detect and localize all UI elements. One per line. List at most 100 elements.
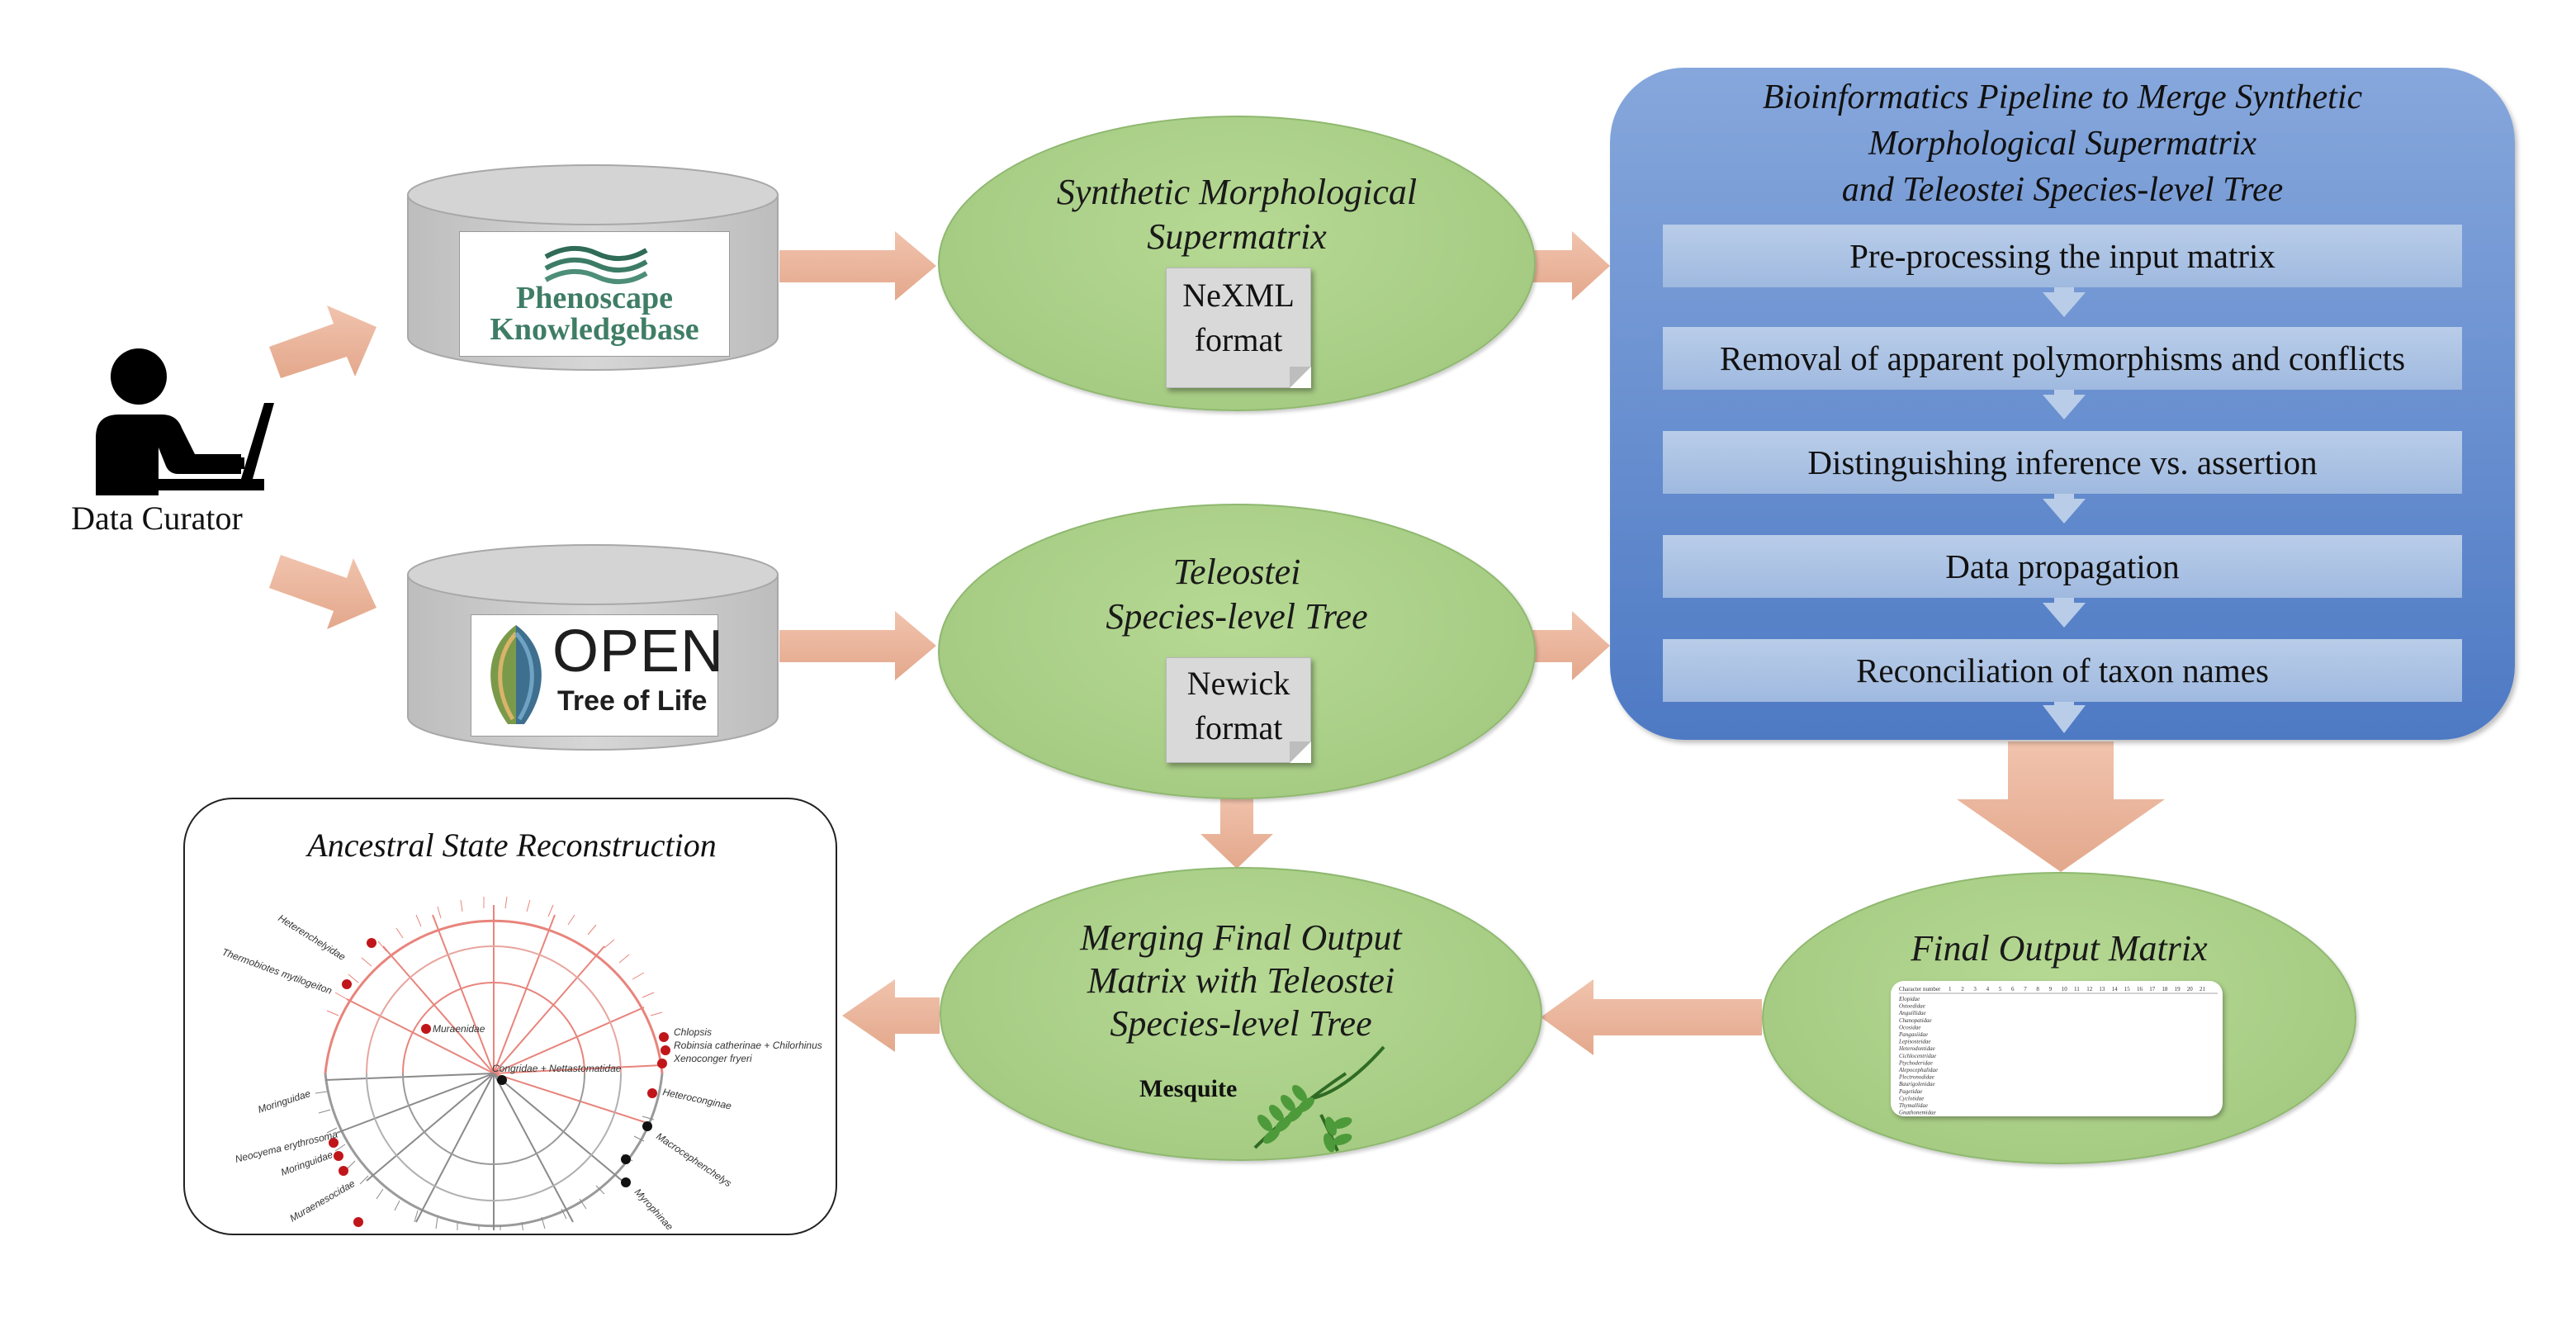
newick-format-line1: Newick xyxy=(1186,665,1290,702)
final-matrix-title: Final Output Matrix xyxy=(1911,928,2208,969)
label-congridae: Congridae + Nettastomatidae xyxy=(492,1063,622,1074)
arrow-opentree-to-tree xyxy=(779,611,936,680)
merging-title-line3: Species-level Tree xyxy=(1110,1003,1372,1044)
matrix-column-number: 10 xyxy=(2062,986,2068,992)
merging-title-line1: Merging Final Output xyxy=(1080,917,1402,958)
opentree-logo-word: OPEN xyxy=(552,618,725,685)
phenoscape-logo: Phenoscape Knowledgebase xyxy=(459,231,730,357)
matrix-column-number: 7 xyxy=(2024,986,2027,992)
matrix-taxon-label: Ocosidae xyxy=(1899,1024,1920,1030)
matrix-taxon-label: Chanopatidae xyxy=(1899,1017,1932,1024)
matrix-taxon-label: Gnathonemidae xyxy=(1899,1110,1936,1116)
data-curator-label: Data Curator xyxy=(71,500,243,537)
matrix-column-number: 9 xyxy=(2049,986,2053,992)
label-muraenesocidae: Muraenesocidae xyxy=(288,1177,358,1225)
label-robinsia: Robinsia catherinae + Chilorhinus xyxy=(674,1040,822,1051)
asr-title: Ancestral State Reconstruction xyxy=(307,827,717,864)
matrix-taxon-label: Ostoedidae xyxy=(1899,1003,1925,1010)
matrix-taxon-label: Alepocephalidae xyxy=(1898,1067,1938,1073)
label-xenoconger: Xenoconger fryeri xyxy=(673,1053,752,1064)
supermatrix-title-line1: Synthetic Morphological xyxy=(1056,172,1418,212)
arrow-tree-to-pipeline xyxy=(1532,611,1610,680)
pipeline-step-connectors xyxy=(2043,281,2086,733)
merging-node: Merging Final Output Matrix with Teleost… xyxy=(940,867,1542,1161)
label-moringuidae-upper: Moringuidae xyxy=(257,1087,312,1116)
matrix-taxon-label: Thymallidae xyxy=(1899,1102,1928,1109)
opentree-logo-sub: Tree of Life xyxy=(557,685,708,717)
pipeline-step-5: Reconciliation of taxon names xyxy=(1663,639,2462,702)
pipeline-title-line1: Bioinformatics Pipeline to Merge Synthet… xyxy=(1762,78,2363,116)
mesquite-label: Mesquite xyxy=(1139,1075,1238,1102)
nexml-format-line1: NeXML xyxy=(1182,277,1295,314)
matrix-column-number: 13 xyxy=(2099,986,2105,992)
matrix-taxon-label: Lepisosteidae xyxy=(1898,1039,1931,1045)
supermatrix-title-line2: Supermatrix xyxy=(1147,216,1327,257)
label-heteroconginae: Heteroconginae xyxy=(661,1086,732,1111)
person-at-laptop-icon xyxy=(96,348,274,495)
arrow-final-to-merging xyxy=(1541,979,1762,1055)
species-tree-title-line1: Teleostei xyxy=(1172,552,1301,592)
species-tree-title-line2: Species-level Tree xyxy=(1106,596,1368,637)
matrix-column-number: 11 xyxy=(2074,986,2080,992)
label-thermobiotes: Thermobiotes mytilogeiton xyxy=(220,946,334,997)
matrix-column-number: 20 xyxy=(2187,986,2194,992)
nexml-format-line2: format xyxy=(1194,321,1283,358)
matrix-column-number: 14 xyxy=(2112,986,2119,992)
newick-format-line2: format xyxy=(1194,709,1283,746)
arrow-supermatrix-to-pipeline xyxy=(1532,231,1610,301)
newick-format-note: Newick format xyxy=(1166,657,1311,763)
matrix-taxon-label: Cyclotidae xyxy=(1899,1095,1924,1101)
matrix-column-number: 4 xyxy=(1986,986,1990,992)
matrix-taxon-label: Ptychoderidae xyxy=(1898,1059,1933,1066)
pipeline-step-1: Pre-processing the input matrix xyxy=(1663,225,2462,287)
phylogeny-tree: Heterenchelyidae Thermobiotes mytilogeit… xyxy=(220,896,822,1230)
open-tree-leaf-icon xyxy=(490,625,542,724)
matrix-taxon-label: Anguillidae xyxy=(1898,1010,1926,1016)
matrix-taxon-label: Cichlocentridae xyxy=(1899,1053,1936,1059)
mesquite-leaf-icon xyxy=(1253,1045,1385,1153)
matrix-column-number: 1 xyxy=(1949,986,1952,992)
pipeline-step-3: Distinguishing inference vs. assertion xyxy=(1663,431,2462,494)
pipeline-title-line3: and Teleostei Species-level Tree xyxy=(1841,171,2284,209)
label-moringuidae-lower: Moringuidae xyxy=(279,1149,334,1178)
matrix-taxon-label: Elopidae xyxy=(1898,996,1920,1002)
arrow-curator-to-phenoscape xyxy=(269,306,376,378)
matrix-taxon-label: Plectronodidae xyxy=(1898,1074,1934,1081)
arrow-tree-to-merging xyxy=(1200,791,1273,869)
merging-title-line2: Matrix with Teleostei xyxy=(1087,960,1395,1001)
matrix-taxon-label: Pangasiidae xyxy=(1898,1031,1928,1038)
matrix-column-number: 2 xyxy=(1961,986,1964,992)
matrix-column-number: 6 xyxy=(2011,986,2015,992)
matrix-column-number: 15 xyxy=(2124,986,2131,992)
matrix-column-number: 19 xyxy=(2175,986,2181,992)
matrix-column-number: 8 xyxy=(2036,986,2039,992)
phenoscape-logo-line1: Phenoscape xyxy=(516,281,673,315)
arrow-curator-to-opentree xyxy=(269,555,376,629)
label-chlopsis: Chlopsis xyxy=(674,1026,712,1038)
pipeline-step-4: Data propagation xyxy=(1663,535,2462,598)
matrix-column-number: 5 xyxy=(1999,986,2002,992)
pipeline-title-line2: Morphological Supermatrix xyxy=(1868,125,2257,163)
matrix-column-number: 21 xyxy=(2200,986,2206,992)
matrix-taxon-label: Baurigolenidae xyxy=(1899,1081,1935,1087)
matrix-column-number: 17 xyxy=(2149,986,2156,992)
matrix-taxon-label: Heterodontidae xyxy=(1898,1045,1935,1052)
arrow-phenoscape-to-supermatrix xyxy=(779,231,936,301)
matrix-column-number: 12 xyxy=(2086,986,2093,992)
arrow-merging-to-asr xyxy=(842,979,940,1052)
phenoscape-logo-line2: Knowledgebase xyxy=(490,312,699,347)
matrix-column-number: 16 xyxy=(2137,986,2143,992)
label-muraenidae: Muraenidae xyxy=(433,1023,485,1035)
pipeline-step-2: Removal of apparent polymorphisms and co… xyxy=(1663,327,2462,390)
matrix-taxon-label: Pagetidae xyxy=(1898,1088,1922,1095)
phenoscape-waves-icon xyxy=(544,245,648,285)
matrix-column-number: 18 xyxy=(2162,986,2168,992)
matrix-header-label: Character number xyxy=(1899,986,1941,992)
matrix-column-number: 3 xyxy=(1973,986,1977,992)
arrow-pipeline-to-final xyxy=(1957,741,2165,872)
label-myrophinae: Myrophinae xyxy=(632,1187,676,1230)
